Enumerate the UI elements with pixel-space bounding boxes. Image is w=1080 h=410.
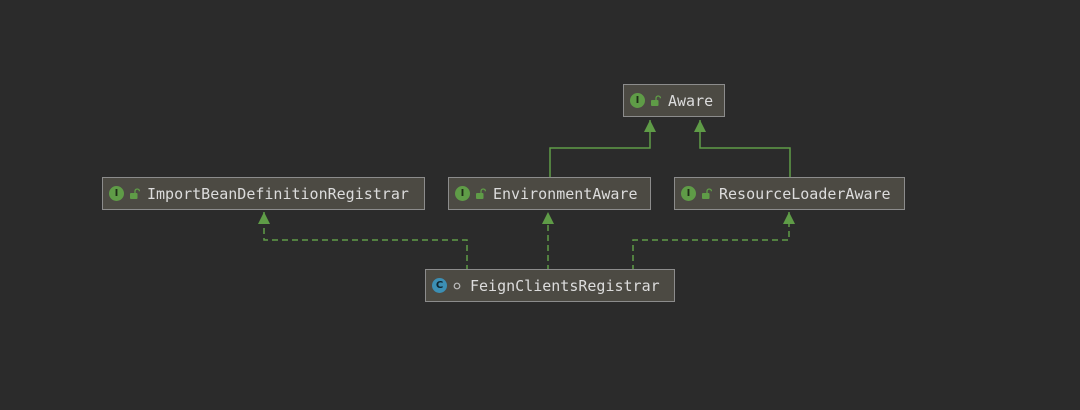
interface-icon: I (630, 93, 645, 108)
node-feign-clients-registrar[interactable]: C FeignClientsRegistrar (425, 269, 675, 302)
edge-resource-loader-aware-extends-aware (694, 120, 791, 180)
interface-icon: I (109, 186, 124, 201)
interface-icon: I (681, 186, 696, 201)
unlocked-icon (474, 187, 486, 201)
edge-feign-implements-resource-loader-aware (632, 212, 795, 271)
node-import-bean-definition-registrar[interactable]: I ImportBeanDefinitionRegistrar (102, 177, 425, 210)
node-label: FeignClientsRegistrar (470, 276, 660, 295)
interface-icon: I (455, 186, 470, 201)
edge-environment-aware-extends-aware (549, 120, 656, 180)
node-label: EnvironmentAware (493, 184, 638, 203)
node-label: Aware (668, 91, 714, 110)
class-icon: C (432, 278, 447, 293)
unlocked-icon (128, 187, 140, 201)
edge-feign-implements-import-bean-definition-registrar (258, 212, 468, 271)
package-private-icon (451, 279, 463, 293)
node-aware[interactable]: I Aware (623, 84, 725, 117)
node-environment-aware[interactable]: I EnvironmentAware (448, 177, 651, 210)
unlocked-icon (649, 94, 661, 108)
node-label: ResourceLoaderAware (719, 184, 891, 203)
node-resource-loader-aware[interactable]: I ResourceLoaderAware (674, 177, 905, 210)
unlocked-icon (700, 187, 712, 201)
node-label: ImportBeanDefinitionRegistrar (147, 184, 409, 203)
